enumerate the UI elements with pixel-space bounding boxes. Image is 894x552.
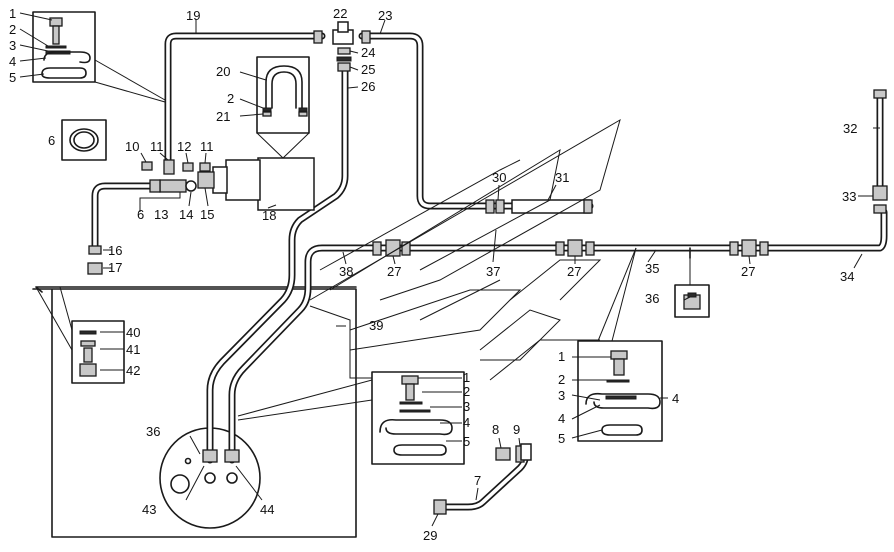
callout-6-a: 6 bbox=[48, 133, 55, 148]
callout-36-b: 36 bbox=[146, 424, 160, 439]
callout-5-b: 5 bbox=[463, 434, 470, 449]
callout-36-a: 36 bbox=[645, 291, 659, 306]
callout-27-c: 27 bbox=[741, 264, 755, 279]
callout-18: 18 bbox=[262, 208, 276, 223]
inset-clamp-center bbox=[237, 371, 465, 465]
callout-24: 24 bbox=[361, 45, 375, 60]
callout-41: 41 bbox=[126, 342, 140, 357]
callout-5-c: 5 bbox=[558, 431, 565, 446]
callout-38: 38 bbox=[339, 264, 353, 279]
callout-30: 30 bbox=[492, 170, 506, 185]
callout-43: 43 bbox=[142, 502, 156, 517]
callout-21: 21 bbox=[216, 109, 230, 124]
callout-35: 35 bbox=[645, 261, 659, 276]
callout-31: 31 bbox=[555, 170, 569, 185]
callout-1-b: 1 bbox=[463, 370, 470, 385]
callout-37: 37 bbox=[486, 264, 500, 279]
callout-4-a: 4 bbox=[9, 54, 16, 69]
callout-27-b: 27 bbox=[567, 264, 581, 279]
filter-assembly bbox=[141, 56, 315, 211]
callout-2-c: 2 bbox=[463, 384, 470, 399]
callout-23: 23 bbox=[378, 8, 392, 23]
callout-16: 16 bbox=[108, 243, 122, 258]
callout-40: 40 bbox=[126, 325, 140, 340]
inset-clip-36 bbox=[674, 258, 710, 318]
inset-drain-plug bbox=[35, 286, 125, 384]
callout-44: 44 bbox=[260, 502, 274, 517]
callout-20: 20 bbox=[216, 64, 230, 79]
callout-7: 7 bbox=[474, 473, 481, 488]
callout-27-a: 27 bbox=[387, 264, 401, 279]
inset-clamp-top-left bbox=[32, 11, 166, 103]
callout-6-b: 6 bbox=[137, 207, 144, 222]
callout-39: 39 bbox=[369, 318, 383, 333]
callout-3-c: 3 bbox=[558, 388, 565, 403]
callout-2-a: 2 bbox=[9, 22, 16, 37]
callout-5-a: 5 bbox=[9, 70, 16, 85]
callout-10: 10 bbox=[125, 139, 139, 154]
callout-33: 33 bbox=[842, 189, 856, 204]
callout-4-c: 4 bbox=[558, 411, 565, 426]
callout-32: 32 bbox=[843, 121, 857, 136]
callout-22: 22 bbox=[333, 6, 347, 21]
vehicle-body-outline bbox=[309, 118, 621, 381]
callout-34: 34 bbox=[840, 269, 854, 284]
callout-26: 26 bbox=[361, 79, 375, 94]
callout-3-b: 3 bbox=[463, 399, 470, 414]
fittings bbox=[87, 21, 888, 515]
callout-8: 8 bbox=[492, 422, 499, 437]
callout-labels: 1 2 3 4 5 6 19 22 23 24 25 26 20 2 21 10… bbox=[9, 6, 857, 543]
callout-9: 9 bbox=[513, 422, 520, 437]
callout-1-a: 1 bbox=[9, 6, 16, 21]
callout-11-b: 11 bbox=[200, 139, 214, 154]
inset-clamp-right bbox=[577, 247, 663, 442]
callout-13: 13 bbox=[154, 207, 168, 222]
callout-1-c: 1 bbox=[558, 349, 565, 364]
callout-2-b: 2 bbox=[227, 91, 234, 106]
fuel-tank bbox=[32, 286, 357, 538]
callout-4-d: 4 bbox=[672, 391, 679, 406]
callout-3-a: 3 bbox=[9, 38, 16, 53]
callout-19: 19 bbox=[186, 8, 200, 23]
callout-25: 25 bbox=[361, 62, 375, 77]
leader-lines bbox=[19, 12, 880, 527]
callout-15: 15 bbox=[200, 207, 214, 222]
callout-17: 17 bbox=[108, 260, 122, 275]
callout-29: 29 bbox=[423, 528, 437, 543]
callout-42: 42 bbox=[126, 363, 140, 378]
callout-11-a: 11 bbox=[150, 139, 164, 154]
callout-12: 12 bbox=[177, 139, 191, 154]
o-ring-6 bbox=[61, 119, 107, 161]
pipes bbox=[91, 32, 888, 511]
callout-4-b: 4 bbox=[463, 415, 470, 430]
callout-14: 14 bbox=[179, 207, 193, 222]
callout-2-d: 2 bbox=[558, 372, 565, 387]
